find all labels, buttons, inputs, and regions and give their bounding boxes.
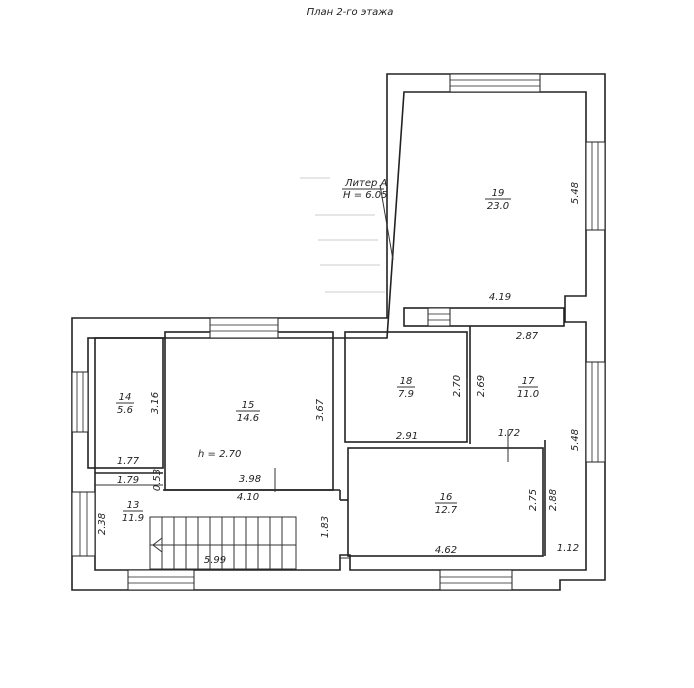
outer-walls: [71, 73, 606, 591]
dim-label: 1.72: [498, 428, 520, 439]
room-area: 7.9: [398, 389, 414, 400]
window-19-top: [449, 73, 541, 93]
dim-label: 2.91: [396, 431, 418, 442]
room-15-label: 15 14.6: [236, 400, 260, 424]
room-number: 13: [127, 500, 140, 511]
dim-label: 4.10: [237, 492, 259, 503]
room-area: 11.9: [122, 513, 144, 524]
dim-label: 2.87: [516, 331, 539, 342]
window-15-top: [209, 317, 279, 339]
room-19-label: 19 23.0: [485, 188, 511, 212]
room-number: 17: [522, 376, 535, 387]
dim-label: 5.48: [570, 429, 581, 451]
dim-label: 3.98: [239, 474, 261, 485]
dim-label: 4.62: [435, 545, 457, 556]
room-number: 14: [119, 392, 132, 403]
room-14-label: 14 5.6: [116, 392, 134, 416]
dim-label: 4.19: [489, 292, 511, 303]
plan-title: План 2-го этажа: [307, 7, 394, 18]
dim-label: 2.75: [528, 489, 539, 511]
room-number: 15: [242, 400, 255, 411]
dim-label: 5.48: [570, 182, 581, 204]
dim-label: 1.12: [557, 543, 579, 554]
dim-label: 0.53: [152, 469, 163, 491]
room-number: 16: [440, 492, 453, 503]
interior-walls: [87, 184, 565, 570]
dimension-ticks: [95, 378, 509, 559]
room-17-label: 17 11.0: [517, 376, 539, 400]
room-number: 18: [400, 376, 413, 387]
window-small-mid: [427, 307, 451, 327]
window-14-left: [71, 371, 89, 433]
room-area: 23.0: [487, 201, 509, 212]
dim-label: 1.83: [320, 516, 331, 538]
room-16-label: 16 12.7: [435, 492, 458, 516]
dim-label: 2.70: [452, 375, 463, 397]
dim-label: 2.38: [97, 513, 108, 535]
liter-line2: H = 6.05: [343, 190, 388, 201]
room-area: 5.6: [117, 405, 133, 416]
liter-label: Литер А H = 6.05: [342, 178, 388, 201]
window-13-left: [71, 491, 96, 557]
room-13-label: 13 11.9: [122, 500, 144, 524]
dim-label: 3.67: [315, 398, 326, 421]
scan-artifacts: [300, 177, 385, 293]
dim-label: 2.88: [548, 489, 559, 511]
liter-line1: Литер А: [344, 178, 388, 189]
room-labels: 19 23.0 14 5.6 15 14.6 18 7.9 17 11.0 13…: [116, 188, 539, 524]
window-13-bottom: [127, 569, 195, 591]
window-19-right: [585, 141, 606, 231]
room-area: 12.7: [435, 505, 458, 516]
dim-label: 1.77: [117, 456, 140, 467]
ceiling-height: h = 2.70: [198, 449, 241, 460]
window-16-bottom: [439, 569, 513, 591]
room-18-label: 18 7.9: [397, 376, 415, 400]
dim-label: 5.99: [204, 555, 226, 566]
dimension-labels: 5.48 4.19 2.87 3.16 3.67 2.70 2.69 2.91 …: [97, 182, 581, 566]
dim-label: 1.79: [117, 475, 139, 486]
room-area: 14.6: [237, 413, 259, 424]
windows: [71, 73, 606, 591]
dim-label: 3.16: [150, 392, 161, 414]
room-number: 19: [492, 188, 505, 199]
window-17-right: [585, 361, 606, 463]
dim-label: 2.69: [476, 375, 487, 397]
room-area: 11.0: [517, 389, 539, 400]
